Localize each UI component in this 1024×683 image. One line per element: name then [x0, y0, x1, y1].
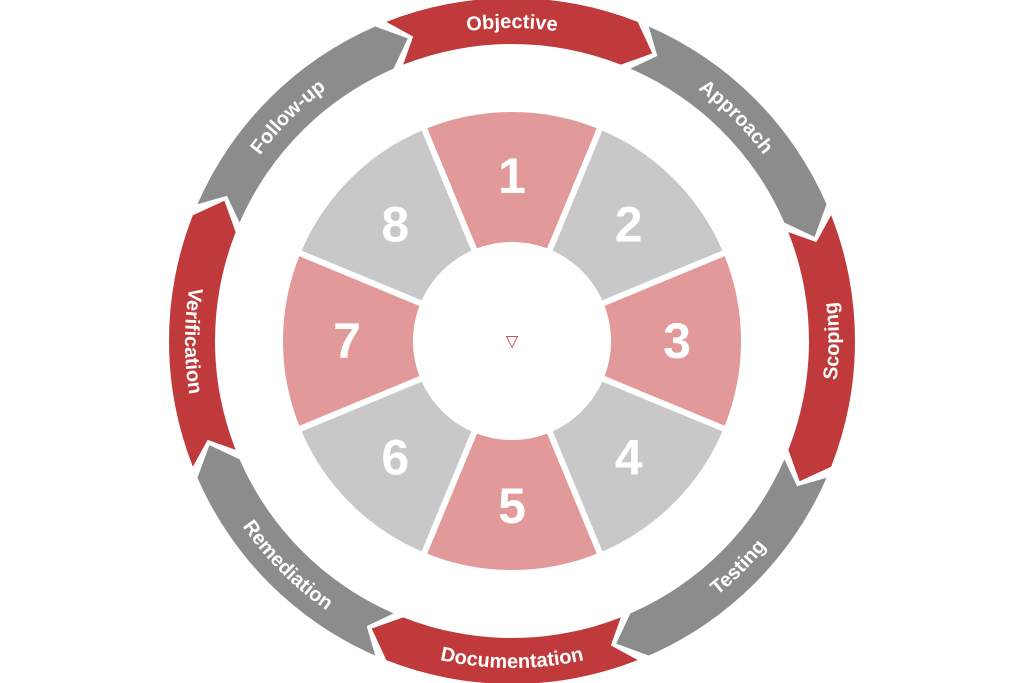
arrow-ring: ObjectiveApproachScopingTestingDocumenta…: [169, 0, 855, 683]
arrow-testing: [616, 459, 827, 656]
segment-number-2: 2: [615, 196, 643, 252]
arrow-follow-up: [197, 26, 408, 223]
arrow-verification: [169, 200, 236, 467]
arrow-scoping: [788, 215, 855, 482]
segment-number-1: 1: [498, 148, 526, 204]
arrow-documentation: [371, 617, 638, 683]
segment-number-4: 4: [615, 430, 643, 486]
numbered-wheel: 1 2 3 4 5 6 7 8: [277, 106, 747, 576]
center-hub: [416, 245, 608, 437]
arrow-approach: [630, 26, 827, 237]
step-label-scoping: Scoping: [820, 301, 844, 381]
step-label-objective: Objective: [465, 11, 559, 36]
segment-number-6: 6: [381, 430, 409, 486]
segment-number-8: 8: [381, 196, 409, 252]
center-triangle-icon: ▽: [506, 332, 519, 351]
segment-number-5: 5: [498, 478, 526, 534]
segment-number-3: 3: [663, 313, 691, 369]
segment-number-7: 7: [333, 313, 361, 369]
arrow-remediation: [197, 445, 394, 656]
arrow-objective: [386, 0, 653, 65]
step-label-verification: Verification: [180, 287, 206, 396]
